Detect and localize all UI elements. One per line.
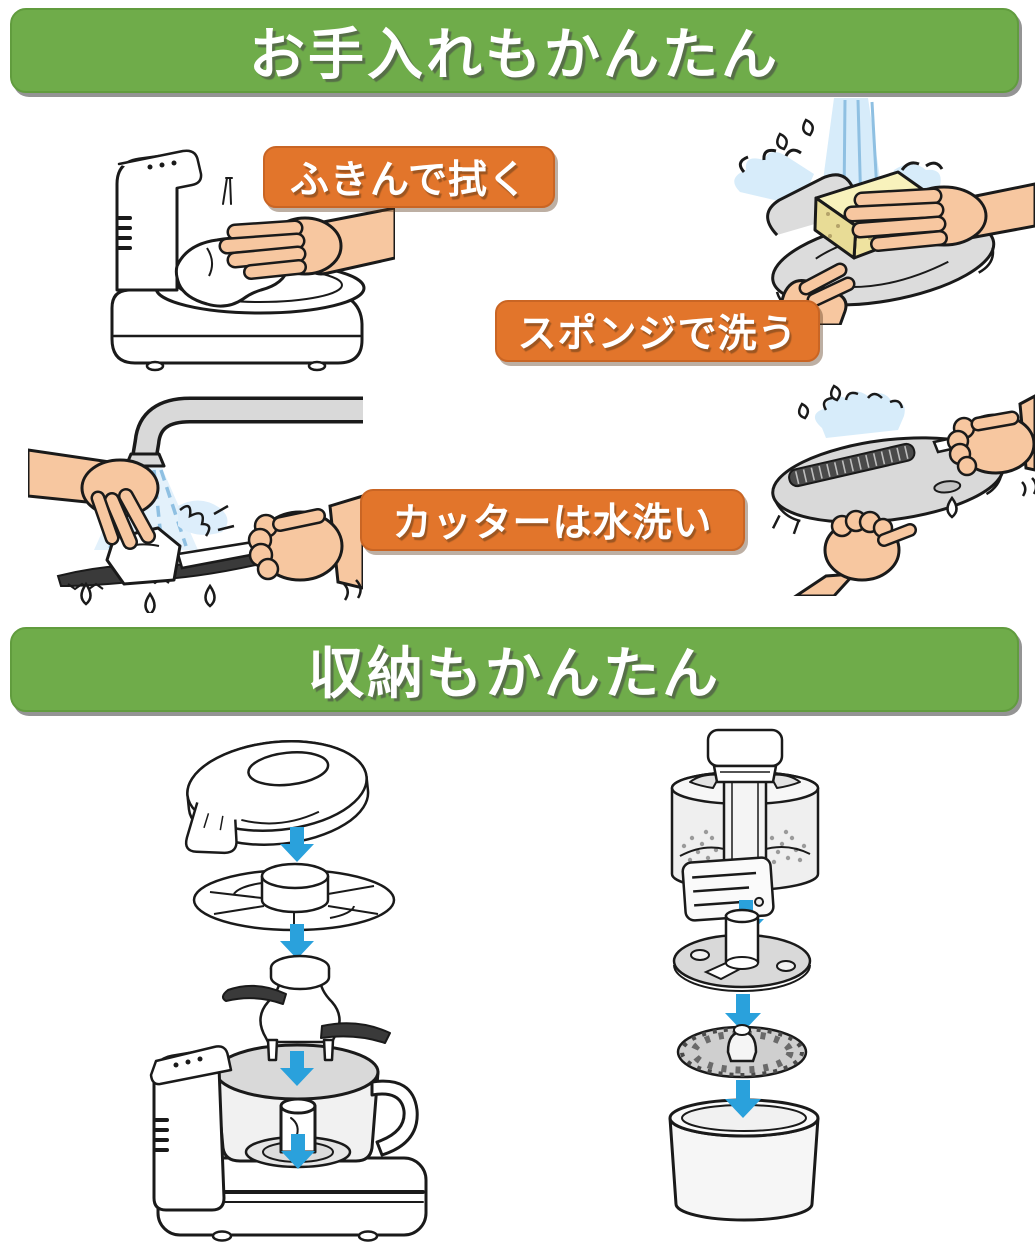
storage-stack-left (149, 739, 428, 1242)
upper-hand (946, 394, 1035, 497)
round-container (668, 1098, 820, 1222)
spindle-disc (672, 908, 812, 992)
cutter-blade-part (222, 954, 391, 1062)
slicing-disc-part (192, 862, 396, 932)
water-drops (80, 581, 216, 613)
illustration-wipe-body-with-cloth (110, 149, 395, 372)
step-label-sponge: スポンジで洗う (495, 300, 820, 362)
storage-stack-right (668, 728, 820, 1222)
illustration-rinse-cutter-under-faucet (28, 396, 363, 613)
lower-hand (793, 509, 917, 596)
step-label-cutter-text: カッターは水洗い (392, 501, 713, 546)
splash (797, 384, 905, 438)
main-unit (149, 1043, 428, 1242)
wiping-hand (218, 206, 395, 280)
right-hand (247, 494, 363, 601)
slicing-disc (771, 436, 1005, 535)
step-label-wipe: ふきんで拭く (263, 146, 555, 208)
drip (946, 495, 958, 519)
grating-wheel (676, 1024, 808, 1079)
storage-banner: 収納もかんたん (10, 627, 1019, 712)
illustration-rinse-slicing-disc (771, 384, 1035, 596)
storage-banner-title: 収納もかんたん (308, 642, 721, 707)
scrubbing-hand (843, 182, 1035, 252)
illustration-wash-lid-with-sponge (734, 98, 1035, 325)
step-label-sponge-text: スポンジで洗う (517, 312, 798, 357)
step-label-wipe-text: ふきんで拭く (289, 158, 529, 203)
lid-part (184, 739, 370, 855)
case-cap (706, 728, 784, 784)
front-chute (681, 856, 775, 922)
step-label-cutter: カッターは水洗い (360, 489, 745, 551)
faucet (124, 396, 363, 468)
food-processor-body (110, 149, 366, 372)
cleaning-banner-title: お手入れもかんたん (249, 23, 780, 88)
cleaning-banner: お手入れもかんたん (10, 8, 1019, 93)
left-hand (28, 448, 160, 550)
